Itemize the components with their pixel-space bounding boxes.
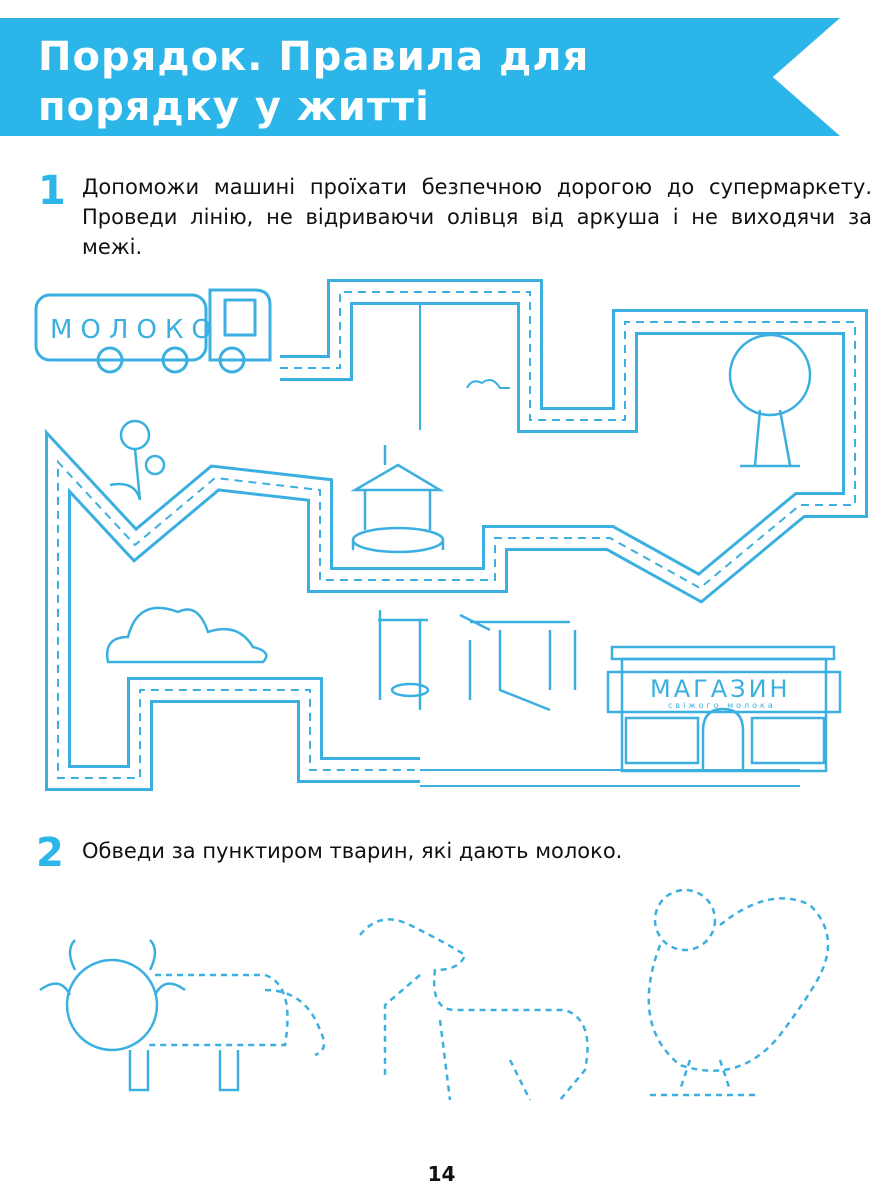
playground-icon bbox=[378, 610, 577, 712]
title-line-1: Порядок. Правила для bbox=[38, 34, 590, 80]
bush-icon bbox=[105, 606, 268, 664]
cow-outline bbox=[39, 939, 326, 1092]
shop-icon bbox=[606, 645, 842, 773]
title-line-2: порядку у житті bbox=[38, 84, 430, 130]
small-bush-icon bbox=[466, 378, 510, 389]
truck-label: МОЛОКО bbox=[50, 315, 220, 345]
title-banner bbox=[0, 18, 840, 136]
tree-icon bbox=[728, 333, 812, 468]
page-title: Порядок. Правила для порядку у житті bbox=[38, 32, 589, 132]
page-number: 14 bbox=[427, 1162, 456, 1186]
task-2-number: 2 bbox=[36, 830, 64, 876]
maze-road-dashes bbox=[57, 291, 856, 779]
task-1-text: Допоможи машині проїхати безпечною дорог… bbox=[82, 175, 872, 259]
carousel-icon bbox=[350, 445, 445, 554]
goat-outline bbox=[359, 918, 589, 1101]
shop-sign: МАГАЗИН bbox=[650, 675, 791, 703]
task-2-text: Обведи за пунктиром тварин, які дають мо… bbox=[82, 839, 623, 863]
rooster-outline bbox=[647, 888, 830, 1097]
flower-icon bbox=[109, 419, 166, 501]
shop-subsign: свіжого молока bbox=[668, 701, 776, 710]
milk-truck-icon bbox=[34, 288, 272, 374]
task-1-number: 1 bbox=[38, 168, 66, 214]
